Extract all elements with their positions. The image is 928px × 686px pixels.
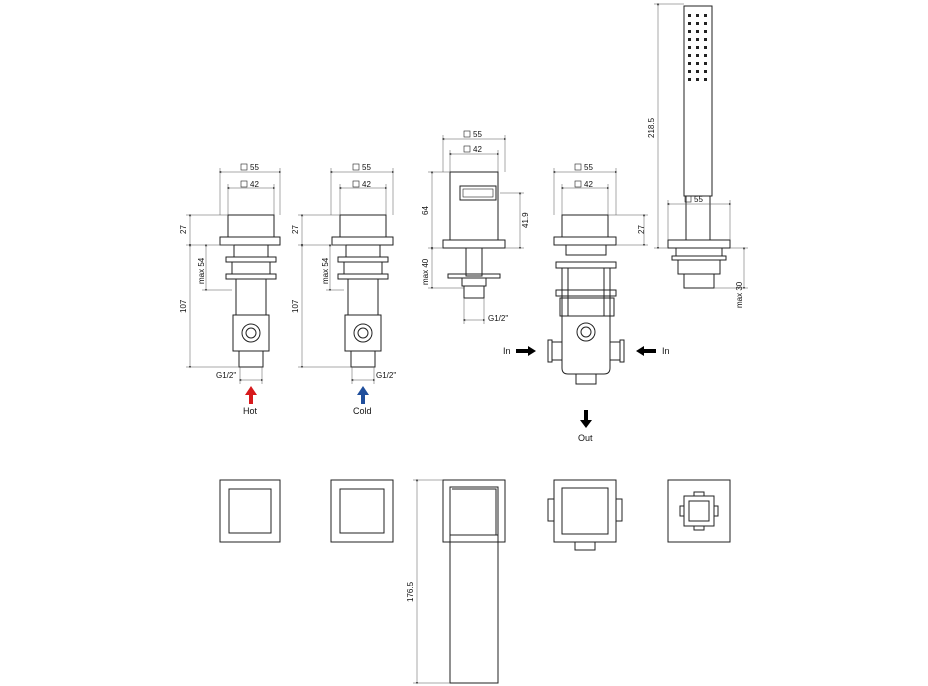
square-size-symbol — [574, 180, 582, 188]
diverter-side-view: 55 42 27 In In Out — [503, 163, 670, 443]
square-size-symbol — [240, 163, 248, 171]
cold-max-54: max 54 — [321, 257, 330, 284]
cold-width-42: 42 — [362, 180, 371, 189]
square-size-symbol — [352, 163, 360, 171]
hot-width-42: 42 — [250, 180, 259, 189]
diverter-out: Out — [578, 433, 593, 443]
cold-height-27: 27 — [291, 225, 300, 234]
square-size-symbol — [352, 180, 360, 188]
hand-shower-base — [667, 239, 731, 249]
hot-escutcheon — [219, 236, 281, 246]
flow-arrow-icon — [636, 346, 656, 356]
diverter-height-27: 27 — [637, 225, 646, 234]
hand-shower-max-30: max 30 — [735, 281, 744, 308]
spray-nozzles — [688, 14, 707, 81]
cold-escutcheon — [331, 236, 394, 246]
cold-height-107: 107 — [291, 299, 300, 313]
spout-width-55: 55 — [473, 130, 482, 139]
hand-shower-height-218-5: 218.5 — [647, 117, 656, 138]
diverter-body — [561, 315, 611, 375]
diverter-top-view — [547, 479, 623, 551]
spout-thread: G1/2" — [488, 314, 508, 323]
square-size-symbol — [574, 163, 582, 171]
hot-valve-body — [232, 314, 270, 352]
hand-shower-top-view — [667, 479, 731, 543]
hot-width-55: 55 — [250, 163, 259, 172]
cold-thread: G1/2" — [376, 371, 396, 380]
spout-height-41-9: 41.9 — [521, 212, 530, 228]
diverter-handle — [561, 214, 609, 238]
diverter-in-left: In — [503, 346, 511, 356]
cold-handle — [339, 214, 387, 238]
spout-side-view: 55 42 64 41.9 max 40 G1/2" — [421, 130, 530, 324]
hot-handle — [227, 214, 275, 238]
hot-label: Hot — [243, 406, 258, 416]
hand-shower-side-view: 218.5 55 max 30 — [647, 2, 748, 308]
spout-length-176-5: 176.5 — [406, 581, 415, 602]
cold-arrow-icon — [357, 386, 369, 404]
hot-height-27: 27 — [179, 225, 188, 234]
spout-top-view: 176.5 — [406, 478, 506, 685]
hot-valve-side-view: 55 42 27 max 54 107 G1/2" Hot — [179, 163, 282, 416]
spout-outlet — [459, 185, 497, 201]
square-size-symbol — [684, 195, 692, 203]
flow-arrow-icon — [580, 410, 592, 428]
diverter-width-42: 42 — [584, 180, 593, 189]
hand-shower-width-55: 55 — [694, 195, 703, 204]
hot-valve-top-view — [219, 479, 281, 543]
hand-shower-handle — [683, 5, 713, 197]
cold-label: Cold — [353, 406, 372, 416]
hot-max-54: max 54 — [197, 257, 206, 284]
spout-body — [449, 171, 499, 241]
cold-valve-body — [344, 314, 382, 352]
spout-width-42: 42 — [473, 145, 482, 154]
flow-arrow-icon — [516, 346, 536, 356]
cold-valve-top-view — [330, 479, 394, 543]
square-size-symbol — [463, 145, 471, 153]
spout-height-64: 64 — [421, 206, 430, 215]
cold-valve-side-view: 55 42 27 max 54 107 G1/2" Cold — [291, 163, 396, 416]
diverter-in-right: In — [662, 346, 670, 356]
diverter-width-55: 55 — [584, 163, 593, 172]
spout-top-body — [449, 534, 499, 684]
square-size-symbol — [463, 130, 471, 138]
hot-height-107: 107 — [179, 299, 188, 313]
hot-arrow-icon — [245, 386, 257, 404]
square-size-symbol — [240, 180, 248, 188]
cold-width-55: 55 — [362, 163, 371, 172]
hot-thread: G1/2" — [216, 371, 236, 380]
spout-max-40: max 40 — [421, 258, 430, 285]
